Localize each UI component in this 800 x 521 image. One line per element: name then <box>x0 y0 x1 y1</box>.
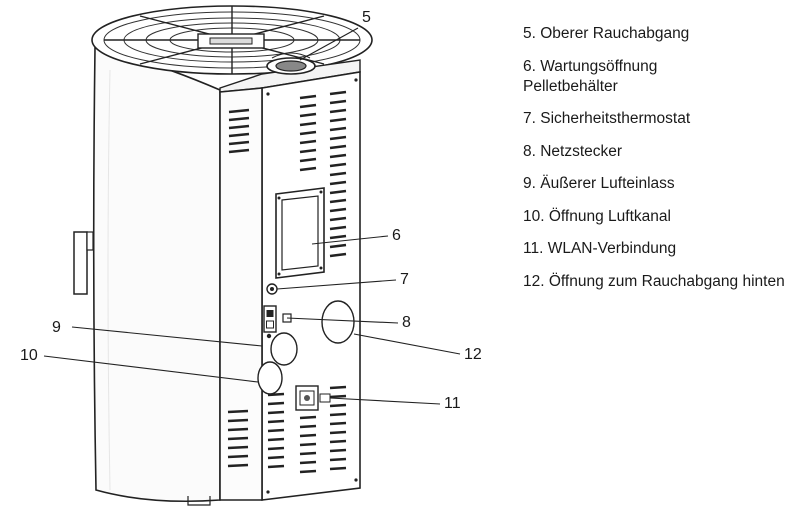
legend-item-5: 5. Oberer Rauchabgang <box>523 25 690 42</box>
legend-item-7: 7. Sicherheitsthermostat <box>523 110 691 127</box>
leader-lines <box>43 27 461 405</box>
callout-7: 7 <box>400 271 409 288</box>
outer-air-inlet <box>270 332 298 366</box>
pellet-hatch <box>275 187 325 279</box>
side-vents-upper <box>228 108 250 154</box>
rear-vents-lower <box>267 385 347 474</box>
side-strip <box>219 87 263 501</box>
legend-item-6: 6. Wartungsöffnung Pelletbehälter <box>523 57 658 95</box>
top-smoke-outlet <box>266 52 316 75</box>
air-channel-opening <box>257 361 283 395</box>
legend-item-9: 9. Äußerer Lufteinlass <box>523 175 675 192</box>
legend-item-8: 8. Netzstecker <box>523 142 623 160</box>
stove-cylinder-body <box>92 47 221 503</box>
safety-thermostat <box>266 283 278 295</box>
callout-6: 6 <box>392 227 401 244</box>
parts-legend: 5. Oberer Rauchabgang 6. Wartungsöffnung… <box>523 24 793 304</box>
legend-item-11: 11. WLAN-Verbindung <box>523 240 677 257</box>
side-handle <box>73 231 88 295</box>
legend-item-10: 10. Öffnung Luftkanal <box>523 207 671 225</box>
callout-8: 8 <box>402 314 411 331</box>
rear-smoke-outlet <box>321 300 355 344</box>
stove-drawing <box>43 5 461 506</box>
stove-rear-diagram: 5 6 7 8 9 10 11 12 <box>20 5 482 506</box>
top-grill-plate <box>91 5 373 75</box>
legend-item-12: 12. Öffnung zum Rauchabgang hinten <box>523 272 785 290</box>
side-vents-lower <box>227 409 249 468</box>
callout-5: 5 <box>362 9 371 26</box>
callout-10: 10 <box>20 347 38 364</box>
callout-12: 12 <box>464 346 482 363</box>
rear-vents-upper <box>299 90 347 258</box>
wlan-module <box>295 385 331 411</box>
callout-9: 9 <box>52 319 61 336</box>
callout-11: 11 <box>444 395 461 412</box>
